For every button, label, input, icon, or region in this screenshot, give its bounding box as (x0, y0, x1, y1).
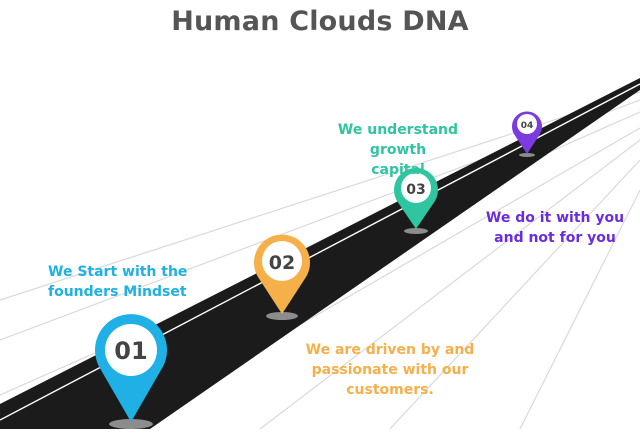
step-2-caption: We are driven by and passionate with our… (290, 340, 490, 400)
pin-3-center (401, 173, 431, 203)
step-2-pin: 02 (253, 234, 310, 314)
step-2-number: 02 (269, 252, 295, 274)
step-2-caption-line-3: customers. (346, 382, 434, 398)
step-2-caption-line-2: passionate with our (311, 362, 469, 378)
pin-1-shadow (109, 419, 153, 429)
step-3-pin: 03 (394, 167, 438, 229)
pin-2-center (262, 241, 302, 281)
pin-4-center (517, 114, 537, 134)
step-4-caption-line-1: We do it with you (485, 210, 625, 226)
step-4-pin: 04 (512, 111, 542, 154)
pin-1-center (105, 324, 157, 376)
step-1-number: 01 (114, 337, 147, 365)
page-title: Human Clouds DNA (171, 6, 469, 37)
step-4-caption-line-2: and not for you (494, 230, 616, 246)
step-3-caption: We understand growth capital (308, 120, 488, 180)
step-1-caption: We Start with the founders Mindset (48, 262, 218, 302)
step-1-caption-line-1: We Start with the (48, 264, 188, 280)
pin-3-shadow (404, 228, 428, 234)
step-3-caption-line-2: capital (371, 162, 425, 178)
step-4-number: 04 (521, 121, 534, 131)
pin-2-shadow (266, 312, 298, 320)
pin-4-shadow (519, 153, 535, 157)
step-1-caption-line-2: founders Mindset (48, 284, 187, 300)
step-3-caption-line-1: We understand growth (337, 122, 459, 158)
step-1-pin: 01 (94, 314, 168, 422)
step-4-caption: We do it with you and not for you (475, 208, 635, 248)
step-3-number: 03 (406, 182, 425, 198)
step-2-caption-line-1: We are driven by and (305, 342, 475, 358)
